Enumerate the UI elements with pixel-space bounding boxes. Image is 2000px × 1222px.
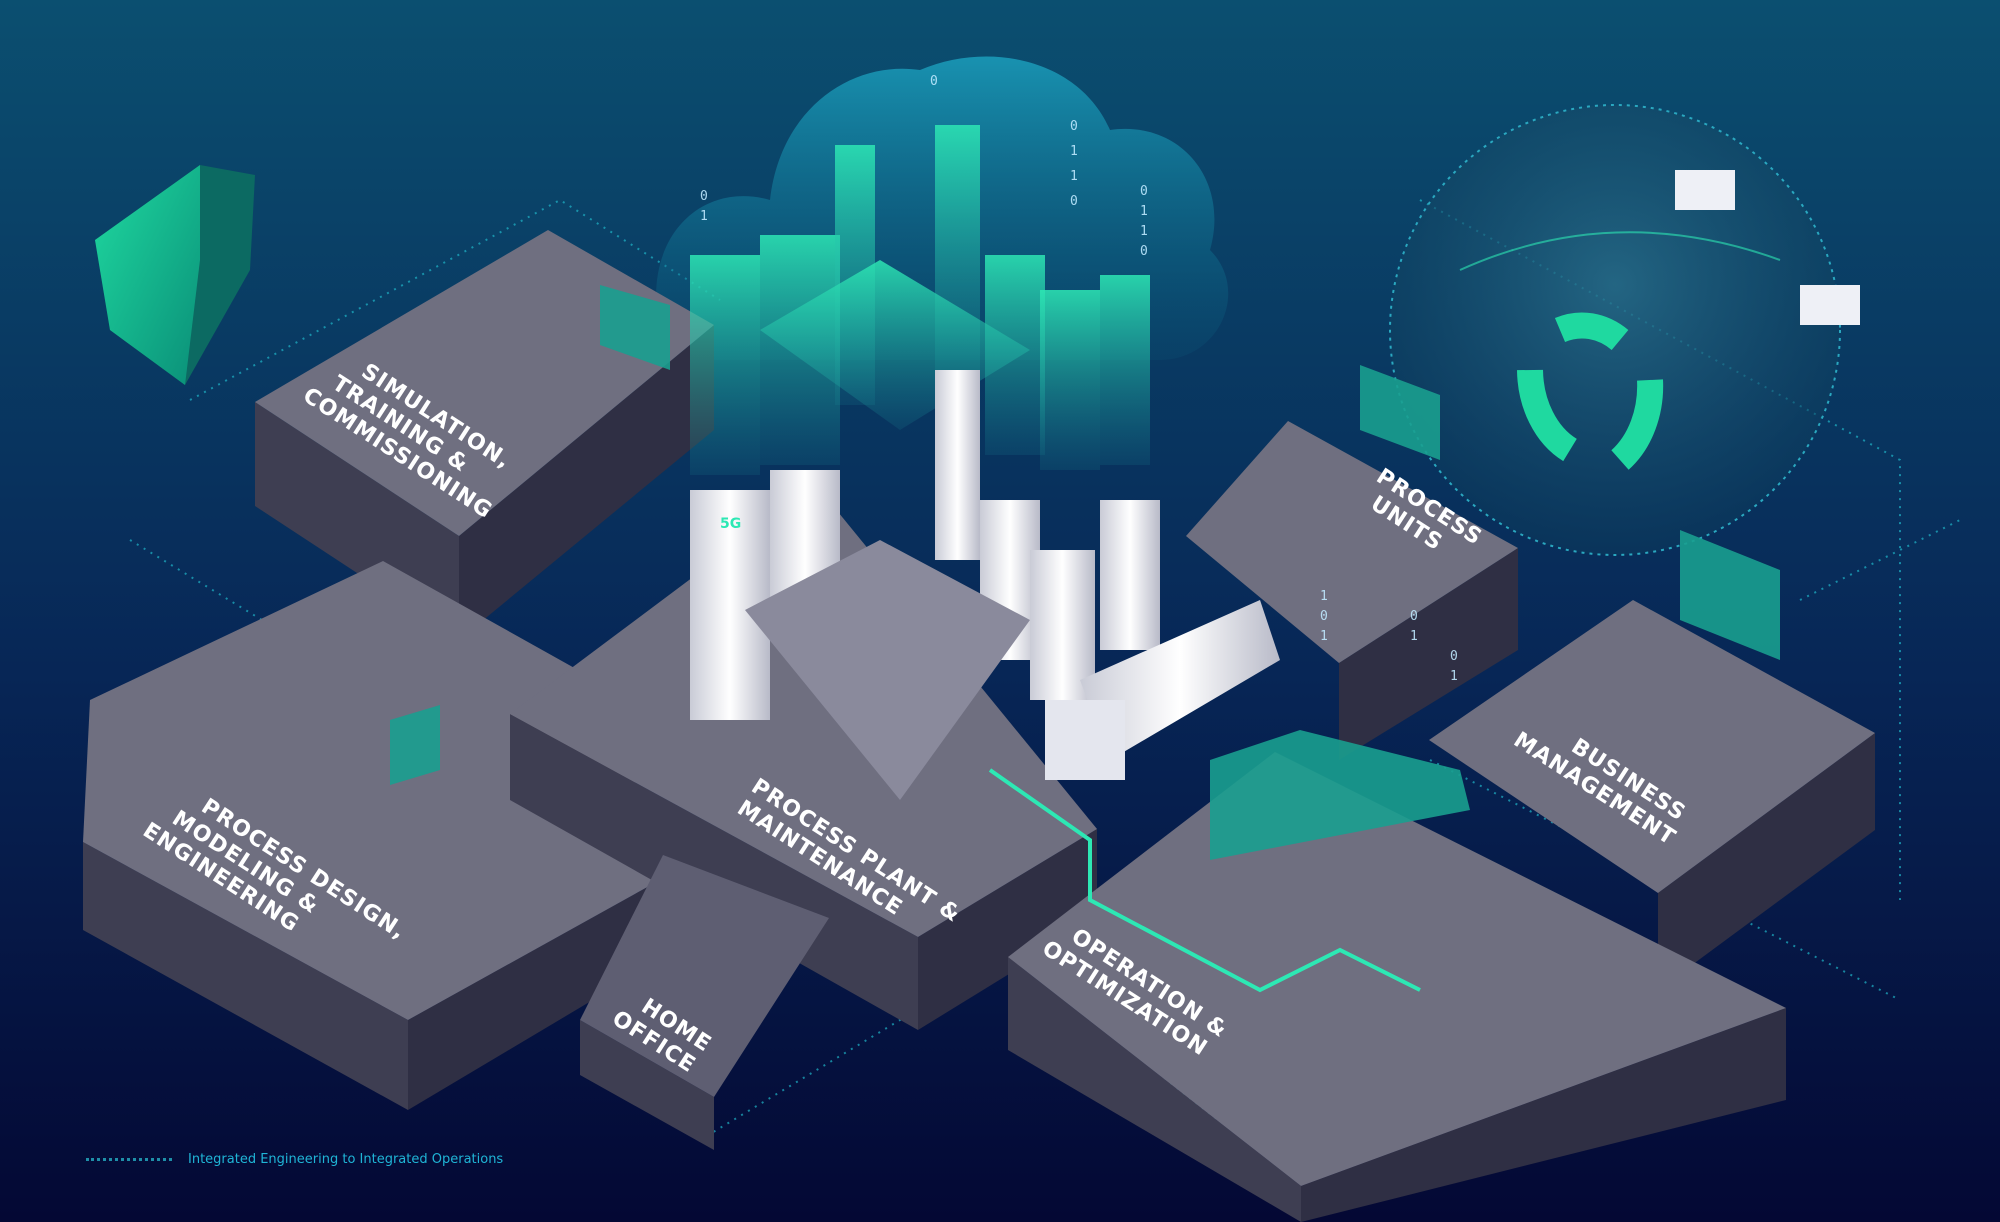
shield-icon: [95, 165, 255, 385]
physical-plant: 5G: [690, 370, 1280, 800]
svg-text:0: 0: [1410, 609, 1418, 624]
svg-text:1: 1: [1140, 224, 1148, 239]
svg-text:0: 0: [1140, 184, 1148, 199]
svg-text:0: 0: [700, 189, 708, 204]
svg-text:1: 1: [700, 209, 708, 224]
svg-text:0: 0: [1450, 649, 1458, 664]
svg-text:0: 0: [1320, 609, 1328, 624]
binary-digits: 0 1 1 0 0 1 1 0 0 1 0 1 0 1 0 1 0 1: [700, 74, 1458, 684]
svg-text:1: 1: [1410, 629, 1418, 644]
svg-text:1: 1: [1140, 204, 1148, 219]
legend: Integrated Engineering to Integrated Ope…: [86, 1152, 503, 1167]
svg-text:1: 1: [1070, 169, 1078, 184]
svg-text:1: 1: [1320, 589, 1328, 604]
svg-text:0: 0: [1070, 194, 1078, 209]
svg-text:1: 1: [1320, 629, 1328, 644]
svg-text:0: 0: [1140, 244, 1148, 259]
platforms: [83, 230, 1875, 1222]
svg-text:1: 1: [1070, 144, 1078, 159]
svg-text:0: 0: [930, 74, 938, 89]
connection-line: [988, 768, 1421, 993]
svg-text:1: 1: [1450, 669, 1458, 684]
tank-5g-label: 5G: [720, 516, 741, 532]
svg-text:0: 0: [1070, 119, 1078, 134]
recycle-icon: [1517, 312, 1664, 470]
legend-label: Integrated Engineering to Integrated Ope…: [188, 1152, 504, 1167]
legend-dotted-line-icon: [86, 1158, 172, 1161]
screens: [390, 285, 1780, 860]
